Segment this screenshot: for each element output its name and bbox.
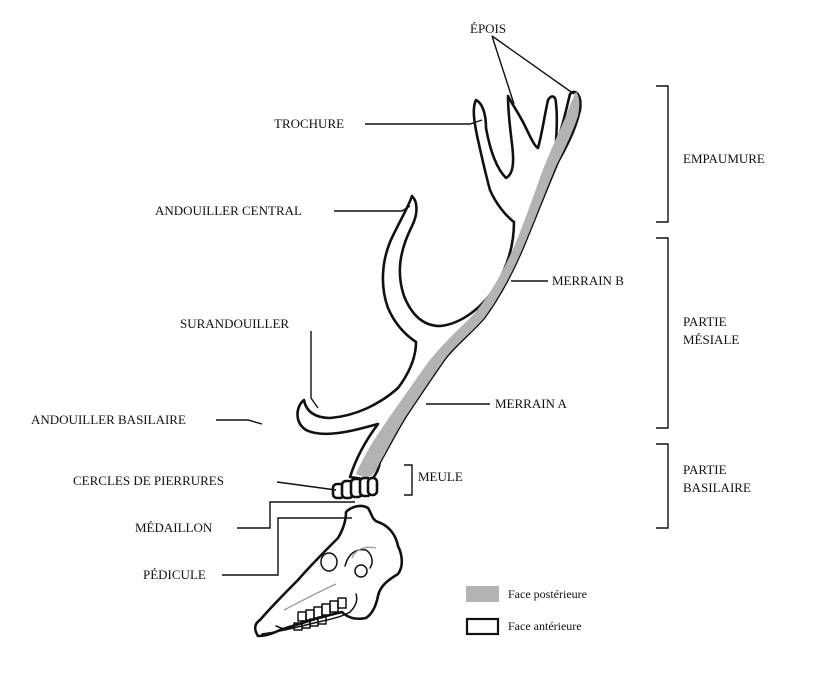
bracket-partie-mesiale <box>656 237 669 429</box>
label-pedicule: PÉDICULE <box>143 567 206 582</box>
legend-swatch-posterior <box>466 586 499 602</box>
label-meule: MEULE <box>418 469 463 484</box>
posterior-face-shading <box>356 92 580 478</box>
orbit-line <box>344 548 373 569</box>
legend: Face postérieure Face antérieure <box>465 586 587 636</box>
burr-rings <box>331 476 379 500</box>
eye-socket <box>320 552 338 572</box>
label-surandouiller: SURANDOUILLER <box>180 316 289 331</box>
legend-label-posterior: Face postérieure <box>508 587 587 601</box>
antler <box>296 90 582 500</box>
incisor <box>275 625 287 631</box>
region-partie-mesiale-line2: MÉSIALE <box>683 332 739 347</box>
legend-swatch-anterior <box>465 617 500 636</box>
nasal-foramen <box>354 564 368 578</box>
region-partie-basilaire-line1: PARTIE <box>683 462 727 477</box>
label-andouiller-central: ANDOUILLER CENTRAL <box>155 203 302 218</box>
legend-label-anterior: Face antérieure <box>508 619 582 633</box>
labels: ÉPOIS TROCHURE ANDOUILLER CENTRAL SURAND… <box>31 21 765 582</box>
muzzle-line <box>283 583 337 611</box>
skull <box>253 504 404 638</box>
bracket-partie-basilaire <box>656 443 669 529</box>
region-partie-basilaire-line2: BASILAIRE <box>683 480 751 495</box>
label-merrain-b: MERRAIN B <box>552 273 624 288</box>
region-brackets <box>656 85 669 529</box>
bracket-empaumure <box>656 85 669 223</box>
antler-outline <box>296 90 582 482</box>
label-cercles-de-pierrures: CERCLES DE PIERRURES <box>73 473 224 488</box>
region-empaumure: EMPAUMURE <box>683 151 765 166</box>
suture-line <box>351 546 377 559</box>
region-partie-mesiale-line1: PARTIE <box>683 314 727 329</box>
label-medaillon: MÉDAILLON <box>135 520 213 535</box>
label-merrain-a: MERRAIN A <box>495 396 567 411</box>
label-epois: ÉPOIS <box>470 21 506 36</box>
label-andouiller-basilaire: ANDOUILLER BASILAIRE <box>31 412 186 427</box>
teeth <box>293 597 347 631</box>
label-trochure: TROCHURE <box>274 116 344 131</box>
leader-lines <box>216 35 575 576</box>
